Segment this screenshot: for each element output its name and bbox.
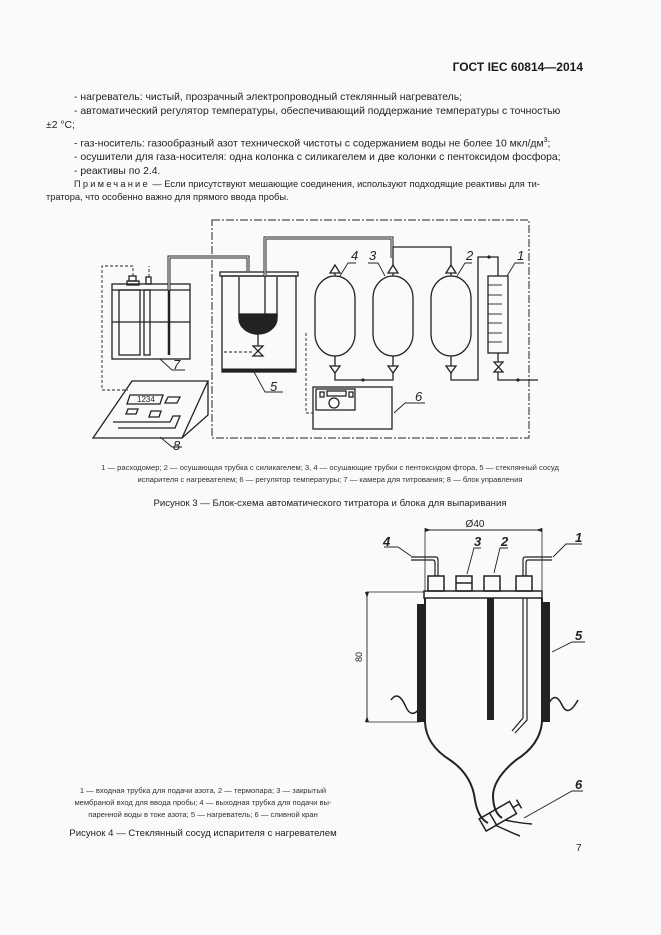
requirements-list: - нагреватель: чистый, прозрачный электр… [46, 91, 584, 180]
figure-3-title: Рисунок 3 — Блок-схема автоматического т… [153, 498, 507, 509]
svg-text:8: 8 [173, 438, 181, 453]
svg-text:6: 6 [415, 389, 423, 404]
figure-3-key: 1 — расходомер; 2 — осушающая трубка с с… [101, 463, 559, 484]
list-item: - реактивы по 2.4. [74, 166, 161, 178]
document-header: ГОСТ IEC 60814—2014 [452, 60, 583, 74]
list-item: - автоматический регулятор температуры, … [74, 106, 561, 118]
list-item: - осушители для газа-носителя: одна коло… [74, 152, 561, 164]
svg-text:7: 7 [173, 357, 181, 372]
figure-4-key: 1 — входная трубка для подачи азота, 2 —… [74, 786, 332, 819]
svg-text:2: 2 [465, 248, 474, 263]
svg-text:4: 4 [351, 248, 358, 263]
svg-text:1: 1 [517, 248, 524, 263]
page-number: 7 [576, 843, 582, 854]
list-item: - нагреватель: чистый, прозрачный электр… [74, 92, 463, 103]
note-label: Примечание [74, 179, 150, 189]
display-readout: 1234 [137, 395, 155, 404]
list-item: - газ-носитель: газообразный азот технич… [74, 136, 551, 150]
svg-text:5: 5 [270, 379, 278, 394]
note-block: Примечание — Если присутствуют мешающие … [46, 179, 540, 202]
svg-text:3: 3 [369, 248, 377, 263]
figure-4-title: Рисунок 4 — Стеклянный сосуд испарителя … [69, 828, 337, 839]
list-item-continuation: ±2 °C; [46, 120, 75, 132]
